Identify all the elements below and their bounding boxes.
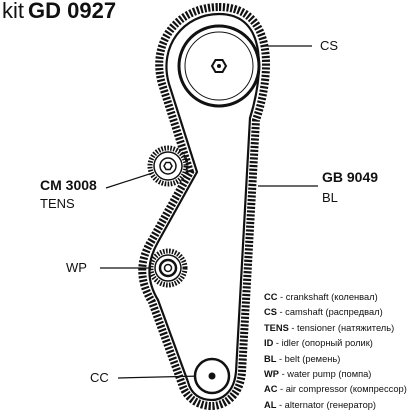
tensioner-hex-icon bbox=[163, 161, 173, 171]
water-pump-pulley bbox=[148, 248, 188, 288]
legend-abbr: WP bbox=[264, 369, 279, 380]
legend-row: ID - idler (опорный ролик) bbox=[264, 336, 420, 351]
legend: CC - crankshaft (коленвал) CS - camshaft… bbox=[264, 290, 420, 413]
legend-abbr: TENS bbox=[264, 322, 289, 333]
legend-abbr: AL bbox=[264, 399, 277, 410]
legend-row: TENS - tensioner (натяжитель) bbox=[264, 321, 420, 336]
kit-code: GD 0927 bbox=[28, 0, 117, 23]
callout-bl: BL bbox=[322, 190, 338, 205]
callout-gb-code: GB 9049 bbox=[322, 169, 379, 185]
legend-row: AL - alternator (генератор) bbox=[264, 398, 420, 413]
legend-desc: - tensioner (натяжитель) bbox=[288, 322, 395, 333]
legend-desc: - camshaft (распредвал) bbox=[276, 307, 383, 318]
callout-wp: WP bbox=[66, 260, 87, 275]
legend-desc: - alternator (генератор) bbox=[276, 399, 377, 410]
legend-desc: - idler (опорный ролик) bbox=[273, 338, 373, 349]
legend-row: BL - belt (ремень) bbox=[264, 352, 420, 367]
crankshaft-pulley bbox=[193, 357, 231, 395]
leader-cc bbox=[117, 375, 203, 379]
camshaft-pulley bbox=[177, 24, 261, 108]
legend-row: WP - water pump (помпа) bbox=[264, 367, 420, 382]
legend-row: CC - crankshaft (коленвал) bbox=[264, 290, 420, 305]
legend-abbr: BL bbox=[264, 353, 277, 364]
belt-inner bbox=[148, 12, 261, 402]
legend-abbr: CS bbox=[264, 307, 277, 318]
camshaft-hex-icon bbox=[210, 59, 228, 73]
belt-outer bbox=[138, 2, 270, 411]
legend-row: AC - air compressor (компрессор) bbox=[264, 382, 420, 397]
callout-cc: CC bbox=[90, 370, 109, 385]
legend-desc: - water pump (помпа) bbox=[278, 369, 372, 380]
callout-tens: TENS bbox=[40, 196, 75, 211]
tensioner-pulley bbox=[147, 145, 189, 187]
kit-prefix: kit bbox=[2, 0, 24, 23]
legend-desc: - air compressor (компрессор) bbox=[277, 384, 407, 395]
callout-cs: CS bbox=[320, 38, 339, 53]
legend-abbr: AC bbox=[264, 384, 278, 395]
legend-desc: - belt (ремень) bbox=[276, 353, 341, 364]
timing-belt bbox=[138, 2, 270, 411]
callout-cm-code: CM 3008 bbox=[40, 177, 97, 193]
legend-row: CS - camshaft (распредвал) bbox=[264, 305, 420, 320]
legend-abbr: CC bbox=[264, 292, 278, 302]
legend-desc: - crankshaft (коленвал) bbox=[277, 292, 378, 302]
legend-abbr: ID bbox=[264, 338, 274, 349]
